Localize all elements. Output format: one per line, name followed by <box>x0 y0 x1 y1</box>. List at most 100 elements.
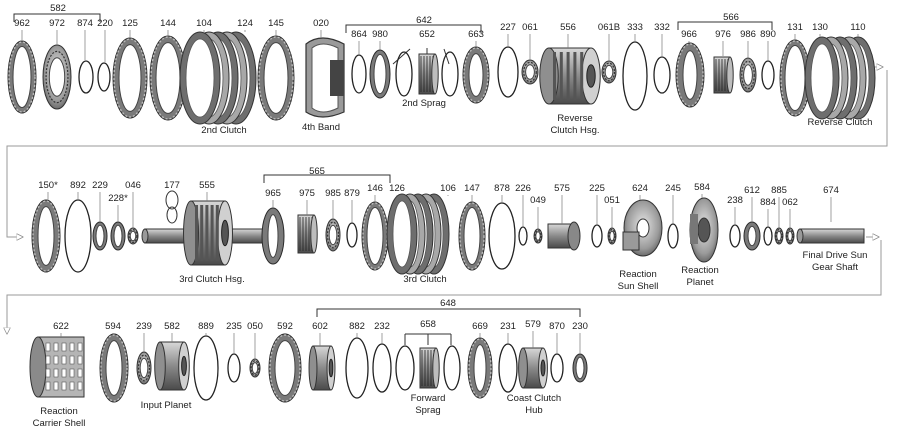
parts-art <box>7 31 876 403</box>
part-238-ring <box>729 224 741 248</box>
part-227-ring <box>497 46 519 98</box>
part-label-228: 228* <box>108 193 128 204</box>
part-870-snap <box>550 353 564 383</box>
part-label-864: 864 <box>351 29 367 40</box>
part-label-966: 966 <box>681 29 697 40</box>
part-225-ring <box>591 224 603 248</box>
group-label-642: 642 <box>416 15 432 26</box>
part-177-seal-rings <box>165 190 179 224</box>
part-label-050: 050 <box>247 321 263 332</box>
part-975-sprag <box>297 214 318 254</box>
part-582-input-planet <box>154 341 190 391</box>
part-602-hub <box>308 345 336 391</box>
part-label-584: 584 <box>694 182 710 193</box>
part-864-snap <box>351 54 367 94</box>
part-976-roller <box>713 56 734 94</box>
part-label-890: 890 <box>760 29 776 40</box>
part-674-final-drive-sun-gear-shaft <box>796 228 865 244</box>
part-879-snap <box>346 222 358 248</box>
part-label-245: 245 <box>665 183 681 194</box>
part-612-race <box>743 221 761 251</box>
part-label-106: 106 <box>440 183 456 194</box>
part-220-snap <box>97 62 111 92</box>
name-reaction-1: Reaction <box>619 269 657 280</box>
part-label-575: 575 <box>554 183 570 194</box>
part-622-reaction-carrier-shell <box>29 336 85 398</box>
part-label-885: 885 <box>771 185 787 196</box>
part-label-046: 046 <box>125 180 141 191</box>
group-label-648: 648 <box>440 298 456 309</box>
part-020-4th-band <box>305 37 345 118</box>
part-652a-ring <box>395 51 413 97</box>
part-label-177: 177 <box>164 180 180 191</box>
part-104-clutch-pack <box>179 31 257 125</box>
part-label-227: 227 <box>500 22 516 33</box>
part-332-seal <box>653 56 671 94</box>
part-146-plate <box>361 201 389 271</box>
part-label-892: 892 <box>70 180 86 191</box>
part-label-051: 051 <box>604 195 620 206</box>
name-hub: Hub <box>525 405 542 416</box>
part-label-965: 965 <box>265 188 281 199</box>
part-892-snap <box>64 199 92 273</box>
group-label-582: 582 <box>50 3 66 14</box>
part-label-125: 125 <box>122 18 138 29</box>
part-label-061: 061 <box>522 22 538 33</box>
part-878-snap <box>488 202 516 270</box>
part-label-229: 229 <box>92 180 108 191</box>
part-652b-ring <box>441 51 459 97</box>
part-label-579: 579 <box>525 319 541 330</box>
part-label-592: 592 <box>277 321 293 332</box>
part-106-3rd-clutch-pack <box>386 193 450 275</box>
part-label-612: 612 <box>744 185 760 196</box>
part-label-062: 062 <box>782 197 798 208</box>
part-663-race <box>462 46 490 104</box>
part-label-658: 658 <box>420 319 436 330</box>
name-sun-shell: Sun Shell <box>618 281 659 292</box>
part-label-669: 669 <box>472 321 488 332</box>
part-label-144: 144 <box>160 18 176 29</box>
part-226-ring <box>518 226 528 246</box>
part-label-147: 147 <box>464 183 480 194</box>
name-forward: Forward <box>411 393 446 404</box>
part-049-bushing <box>533 228 543 244</box>
part-label-230: 230 <box>572 321 588 332</box>
part-658-forward-sprag <box>419 347 440 389</box>
part-882-snap <box>345 337 369 399</box>
part-986-bearing <box>739 57 757 93</box>
part-061B-bushing <box>601 60 617 84</box>
name-final-drive-sun: Final Drive Sun <box>803 250 868 261</box>
part-652-2nd-sprag <box>418 53 439 95</box>
part-061-bushing <box>521 59 539 85</box>
part-label-226: 226 <box>515 183 531 194</box>
part-965-piston <box>261 207 285 265</box>
part-label-231: 231 <box>500 321 516 332</box>
part-label-238: 238 <box>727 195 743 206</box>
part-label-972: 972 <box>49 18 65 29</box>
part-555-3rd-clutch-hsg <box>183 200 233 266</box>
part-962-ring <box>7 40 37 114</box>
part-label-220: 220 <box>97 18 113 29</box>
part-label-239: 239 <box>136 321 152 332</box>
part-985-bearing <box>325 218 341 252</box>
group-label-565: 565 <box>309 166 325 177</box>
name-reaction-3: Reaction <box>40 406 78 417</box>
part-label-104: 104 <box>196 18 212 29</box>
part-884-snap <box>763 226 773 246</box>
part-890-snap <box>761 60 775 90</box>
part-966-ring <box>675 42 705 108</box>
part-051-bushing <box>607 227 617 245</box>
name-reverse-clutch: Reverse Clutch <box>808 117 873 128</box>
part-658b-ring <box>443 345 461 391</box>
part-125-plate <box>112 37 148 119</box>
name-4th-band: 4th Band <box>302 122 340 133</box>
name-3rd-clutch-hsg: 3rd Clutch Hsg. <box>179 274 244 285</box>
part-label-235: 235 <box>226 321 242 332</box>
part-131-plate <box>779 39 811 117</box>
part-145-plate <box>257 35 295 121</box>
part-label-145: 145 <box>268 18 284 29</box>
part-label-986: 986 <box>740 29 756 40</box>
part-label-870: 870 <box>549 321 565 332</box>
part-label-126: 126 <box>389 183 405 194</box>
